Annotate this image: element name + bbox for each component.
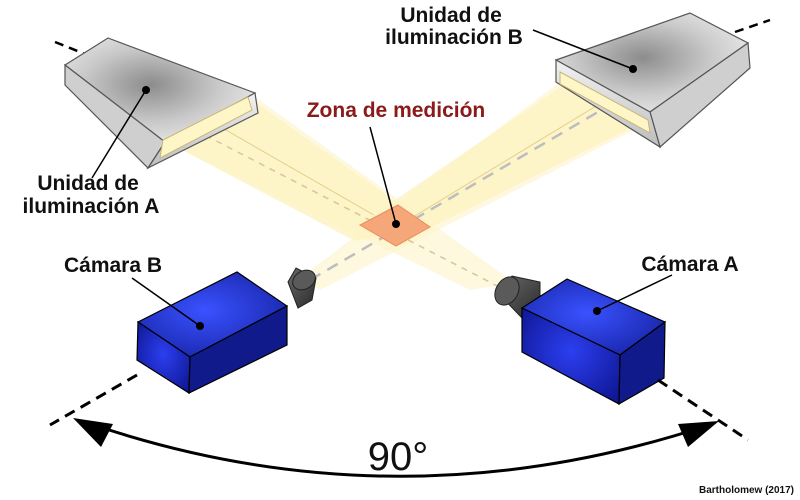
camera-a [494,275,667,406]
camera-b [136,267,317,395]
label-camera-b: Cámara B [64,254,162,277]
label-illumination-a: Unidad de iluminación A [23,172,160,218]
leader-lines [91,29,673,327]
label-illumination-b-line2: iluminación B [385,26,523,49]
leader-illumination-b [532,29,634,70]
angle-indicator [49,373,749,478]
angle-arrowhead-left [73,418,113,447]
label-camera-a: Cámara A [641,253,738,276]
angle-ray-right [657,378,749,442]
camera-a-sightline [194,129,506,291]
angle-arc [81,419,713,478]
leader-illumination-a [91,89,147,179]
leader-camera-b [131,277,201,327]
light-beam-a [163,97,515,290]
label-angle: 90° [368,435,429,479]
angle-arrowhead-right [678,421,719,447]
credit-text: Bartholomew (2017) [699,485,794,496]
unit-b-axis-dash [734,18,771,34]
illumination-unit-b [554,12,771,149]
label-illumination-a-line1: Unidad de [37,172,139,195]
angle-ray-left [49,373,138,427]
label-measurement-zone: Zona de medición [307,99,486,122]
label-illumination-b: Unidad de iluminación B [385,4,523,49]
label-illumination-a-line2: iluminación A [23,195,160,218]
leader-measurement-zone [369,126,397,225]
label-illumination-b-line1: Unidad de [400,4,502,27]
camera-b-sightline [309,103,611,282]
leader-camera-a [596,274,673,312]
illumination-unit-a [54,37,259,170]
